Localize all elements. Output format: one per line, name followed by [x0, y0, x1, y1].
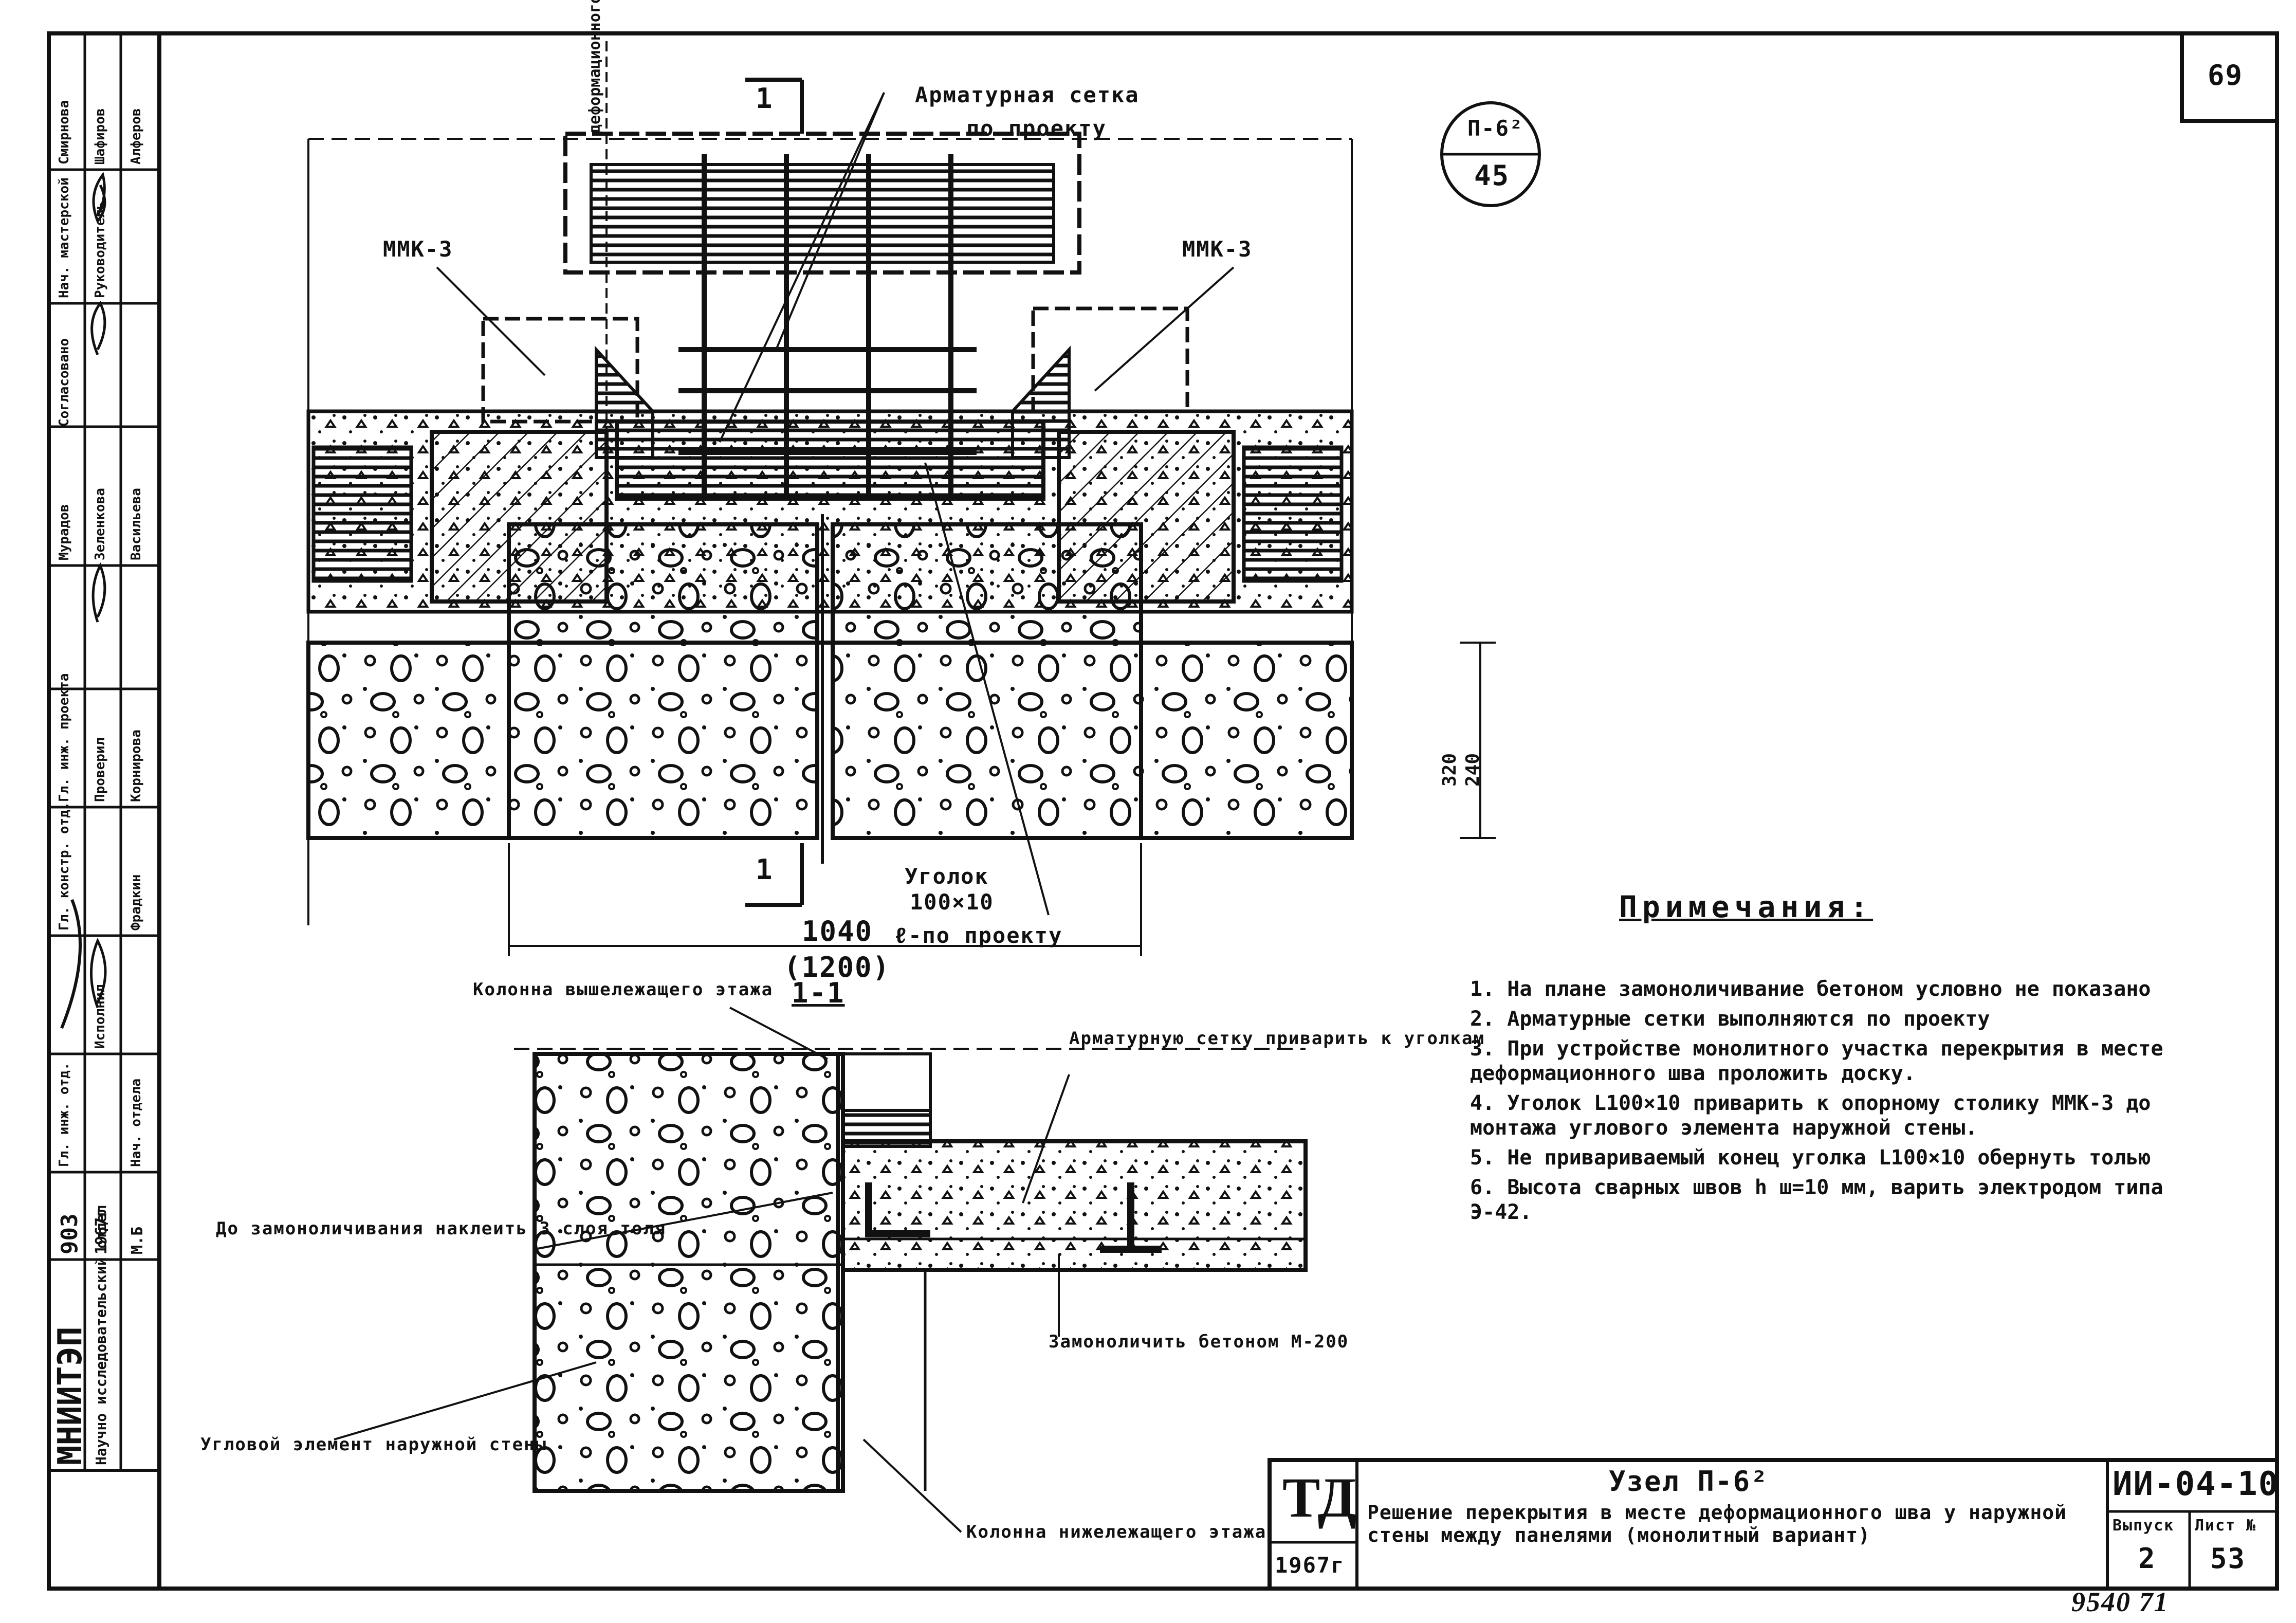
- label-glue-tol: До замоноличивания наклеить 3 слоя толя: [216, 1218, 667, 1239]
- label-corner-element: Угловой элемент наружной стены: [200, 1434, 547, 1455]
- stamp-row: Согласовано: [57, 338, 72, 427]
- dim-width-alt: (1200): [784, 951, 891, 983]
- title-description: Решение перекрытия в месте деформационно…: [1367, 1501, 2067, 1546]
- stamp-name: Корнирова: [128, 730, 144, 802]
- plan-view: [306, 41, 1541, 956]
- stamp-row: Нач. отдела: [128, 1078, 144, 1167]
- stamp-code: 903: [57, 1213, 83, 1254]
- section-title: 1-1: [792, 977, 845, 1009]
- stamp-row: Руководитель: [93, 202, 108, 298]
- note-item: 1. На плане замоноличивание бетоном усло…: [1470, 977, 2151, 1001]
- stamp-name: Смирнова: [57, 100, 72, 165]
- sheet-label: Лист №: [2195, 1517, 2257, 1535]
- stamp-row: Гл. инж. проекта: [57, 673, 72, 802]
- notes-list: 1. На плане замоноличивание бетоном усло…: [1470, 977, 2226, 1230]
- stamp-year: 1967г: [93, 1208, 111, 1254]
- note-item: 6. Высота сварных швов h ш=10 мм, варить…: [1470, 1176, 2163, 1224]
- stamp-name: Фрадкин: [128, 874, 144, 931]
- label-mmk-left: ММК-3: [383, 236, 453, 262]
- stamp-row: Гл. констр. отд.: [57, 801, 72, 931]
- title-block: [1268, 1458, 2279, 1591]
- label-reinforcement-mesh: Арматурная сетка: [915, 82, 1140, 107]
- section-mark-bottom: 1: [756, 853, 774, 886]
- dim-240: 240: [1462, 753, 1483, 787]
- series-code: ИИ-04-10: [2113, 1465, 2280, 1503]
- note-item: 3. При устройстве монолитного участка пе…: [1470, 1037, 2163, 1085]
- left-stamp: [47, 32, 161, 1472]
- label-upper-column: Колонна вышележащего этажа: [473, 979, 774, 1000]
- section-view: [334, 1007, 1308, 1533]
- stamp-name: Мурадов: [57, 504, 72, 560]
- stamp-row: Нач. мастерской: [57, 177, 72, 298]
- year: 1967г: [1275, 1553, 1345, 1578]
- label-angle-length: ℓ-по проекту: [894, 923, 1063, 948]
- issue-number: 2: [2138, 1542, 2156, 1575]
- label-weld-mesh: Арматурную сетку приварить к уголкам: [1069, 1028, 1485, 1049]
- label-per-project: по проекту: [966, 116, 1107, 141]
- sheet-number: 53: [2210, 1542, 2246, 1575]
- stamp-name: Шафиров: [93, 108, 108, 165]
- stamp-row: Гл. инж. отд.: [57, 1062, 72, 1168]
- issue-label: Выпуск: [2113, 1517, 2175, 1535]
- callout-top: П-6²: [1467, 116, 1524, 141]
- stamp-name: Васильева: [128, 488, 144, 560]
- node-name: Узел П-6²: [1609, 1465, 1769, 1498]
- dim-320: 320: [1439, 753, 1460, 787]
- label-mmk-right: ММК-3: [1182, 236, 1253, 262]
- label-deformation-joint: деформационного шва: [586, 0, 604, 134]
- stamp-row: Исполнил: [93, 984, 108, 1049]
- section-mark-top: 1: [756, 82, 774, 115]
- note-item: 5. Не привариваемый конец уголка L100×10…: [1470, 1146, 2151, 1170]
- label-angle-size: 100×10: [910, 889, 994, 915]
- note-item: 2. Арматурные сетки выполняются по проек…: [1470, 1007, 1990, 1031]
- stamp-name: М.Б: [128, 1226, 146, 1254]
- label-lower-column: Колонна нижележащего этажа: [966, 1522, 1267, 1542]
- notes-title: Примечания:: [1619, 889, 1873, 924]
- label-fill-concrete: Замоноличить бетоном М-200: [1049, 1332, 1349, 1352]
- page-number: 69: [2208, 59, 2244, 92]
- stamp-name: Зеленкова: [93, 488, 108, 560]
- callout-bottom: 45: [1474, 159, 1510, 192]
- stamp-org: МНИИТЭП: [51, 1326, 89, 1465]
- note-item: 4. Уголок L100×10 приварить к опорному с…: [1470, 1091, 2151, 1140]
- archive-number: 9540 71: [2071, 1586, 2169, 1617]
- stamp-row: Проверил: [93, 737, 108, 802]
- label-angle: Уголок: [905, 864, 989, 889]
- org-code: ТД: [1282, 1466, 1358, 1529]
- dim-width: 1040: [802, 915, 873, 947]
- stamp-name: Алферов: [128, 108, 144, 165]
